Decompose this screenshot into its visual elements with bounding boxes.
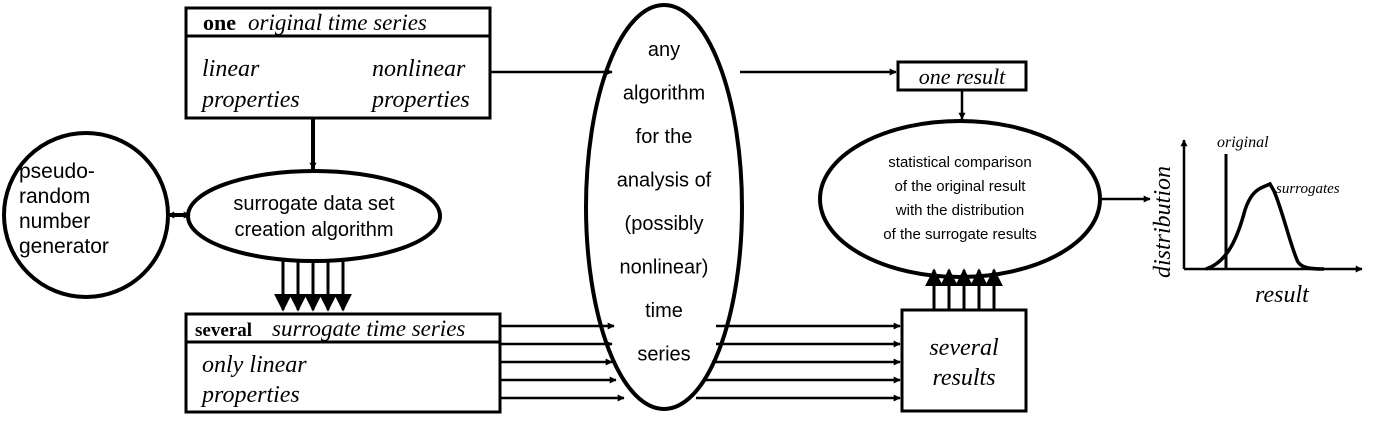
one-result-label: one result [919,64,1006,89]
linear-label: linear [202,56,260,82]
original-header-italic: original time series [248,10,427,35]
several-results-box: several results [900,308,1028,413]
original-label: original [1217,134,1269,151]
prng-line3: number [19,210,90,233]
prng-line4: generator [19,235,109,258]
several-results-line2: results [932,365,995,391]
original-header-bold: one [203,10,236,35]
analysis-text-line-4: analysis of [617,170,712,192]
prng-line2: random [19,185,90,208]
one-result-box: one result [896,60,1028,92]
comparison-ellipse: statistical comparison of the original re… [818,119,1102,279]
original-box-frame [184,6,492,120]
nonlinear-properties-label: properties [370,87,470,113]
surrogates-label: surrogates [1276,181,1340,197]
analysis-ellipse-outline [584,3,744,411]
analysis-algorithm-ellipse: any algorithm for the analysis of (possibly n… [584,3,744,411]
comparison-text: statistical comparison of the original re… [883,154,1036,243]
analysis-text-line-6: nonlinear) [620,257,709,279]
analysis-text-line-7: time [645,300,683,322]
surrogate-algorithm-line2: creation algorithm [235,219,394,241]
comparison-ellipse-outline [818,119,1102,279]
comparison-text-line-1: statistical comparison [888,154,1031,171]
surrogate-distribution-curve [1205,181,1325,271]
analysis-text-line-1: any [648,39,680,61]
analysis-text-line-2: algorithm [623,83,705,105]
comparison-text-line-4: of the surrogate results [883,226,1036,243]
distribution-plot: original surrogates result distribution [1150,134,1363,308]
plot-ylabel: distribution [1150,166,1176,278]
prng-line1: pseudo- [19,160,95,183]
comparison-text-line-2: of the original result [895,178,1027,195]
plot-xlabel: result [1255,282,1310,308]
nonlinear-label: nonlinear [372,56,466,82]
surrogate-header-bold: several [195,320,252,341]
several-results-line1: several [929,335,999,361]
surrogate-header-italic: surrogate time series [272,316,465,341]
analysis-text-line-5: (possibly [625,213,704,235]
surrogate-only-linear: only linear [202,352,307,378]
surrogate-time-series-box: several surrogate time series only linea… [184,312,502,414]
analysis-text-line-8: series [637,344,690,366]
analysis-text-line-3: for the [636,126,693,148]
original-time-series-box: one original time series linear properti… [184,6,492,120]
surrogate-algorithm-outline [186,169,442,263]
analysis-text: any algorithm for the analysis of (possibly n… [617,39,712,366]
prng-circle: pseudo- random number generator [2,131,170,299]
surrogate-algorithm-line1: surrogate data set [233,193,395,215]
surrogate-properties: properties [200,382,300,408]
surrogate-algorithm-ellipse: surrogate data set creation algorithm [186,169,442,263]
linear-properties-label: properties [200,87,300,113]
connector-arrows [167,68,1151,402]
comparison-text-line-3: with the distribution [895,202,1024,219]
